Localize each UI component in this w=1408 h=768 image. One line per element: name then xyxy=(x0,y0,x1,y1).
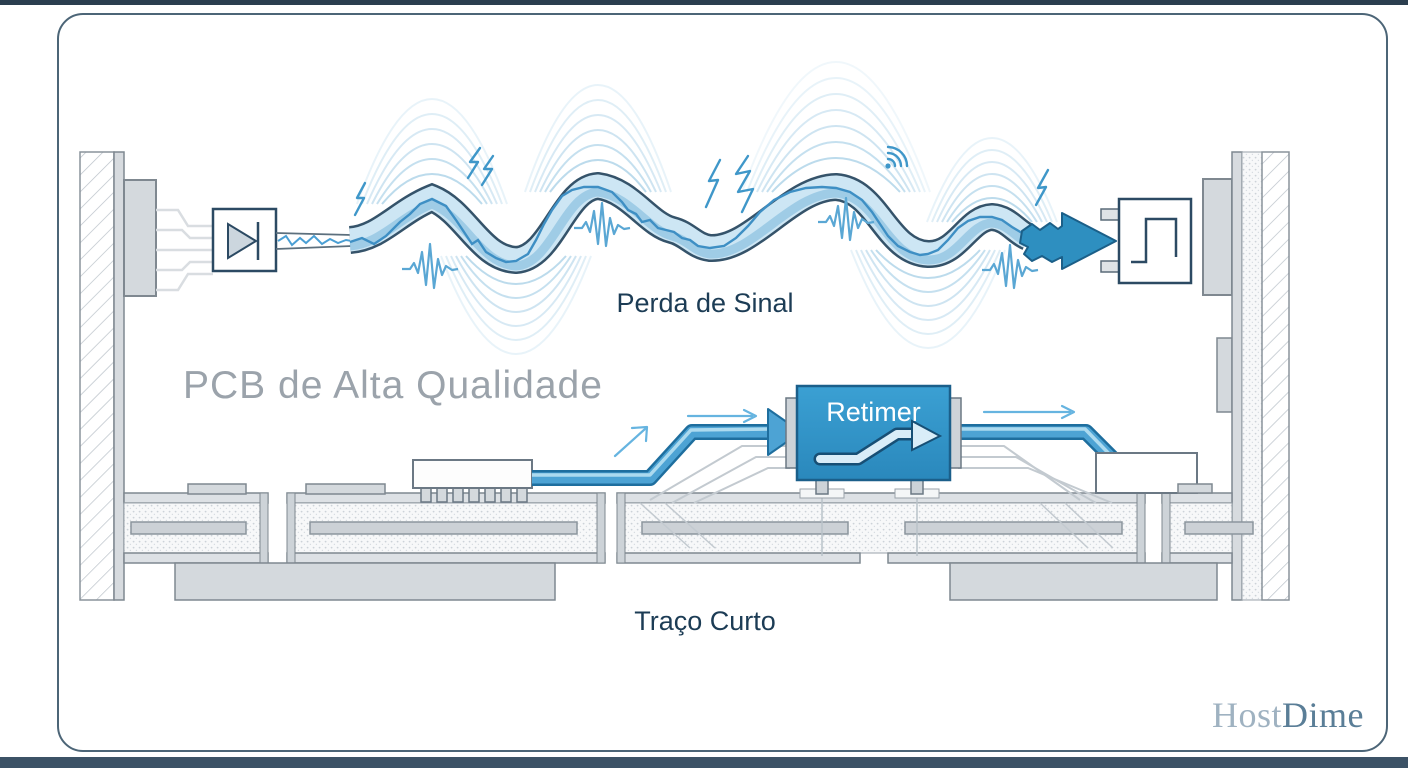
lightning-bolt-icon xyxy=(353,181,367,217)
noise-bursts xyxy=(402,196,1039,290)
flow-arrows xyxy=(613,404,1076,458)
top-edge-strip xyxy=(0,0,1408,5)
transmitter-fanout-traces xyxy=(156,208,213,292)
pcb-quality-label: PCB de Alta Qualidade xyxy=(183,364,603,407)
logo-host-part: Host xyxy=(1212,695,1283,735)
mounting-block-right xyxy=(949,562,1218,601)
rounded-frame xyxy=(57,13,1388,752)
board-segment xyxy=(1161,492,1254,564)
noise-burst-icon xyxy=(574,201,631,248)
noise-burst-icon xyxy=(982,243,1039,290)
retimer-recovery-arrow-icon xyxy=(813,419,943,466)
noise-zigzag xyxy=(277,234,353,247)
logo-dime-part: Dime xyxy=(1282,695,1364,735)
interference-glyphs xyxy=(353,145,1050,217)
transmitter-box xyxy=(211,207,278,273)
output-connector-block xyxy=(1095,452,1213,494)
mounting-block-left xyxy=(174,562,556,601)
board-segment xyxy=(286,492,606,564)
signal-loss-label: Perda de Sinal xyxy=(616,288,794,318)
lightning-bolt-icon xyxy=(480,154,495,187)
jittery-center-line xyxy=(349,185,1029,264)
surface-pad xyxy=(305,483,386,495)
lightning-bolt-icon xyxy=(1034,168,1050,207)
board-segment xyxy=(616,492,1146,564)
signal-flow-arrow-icon xyxy=(767,408,802,456)
retimer-fanout-traces xyxy=(649,445,1113,504)
board-segment xyxy=(123,492,269,564)
lightning-bolt-icon xyxy=(734,154,755,214)
bottom-edge-strip xyxy=(0,757,1408,768)
right-wall xyxy=(1202,151,1290,601)
short-trace-label: Traço Curto xyxy=(634,606,776,636)
transmitter-output-rails xyxy=(275,232,353,250)
receiver-box xyxy=(1100,197,1193,285)
degraded-signal-arrow xyxy=(1019,212,1117,270)
diode-transmitter-icon xyxy=(227,222,260,260)
lightning-bolt-icon xyxy=(466,146,482,180)
degraded-signal-band xyxy=(350,186,1028,266)
vibration-arcs xyxy=(356,61,1058,355)
hostdime-logo: HostDime xyxy=(1212,694,1364,736)
clean-trace-left xyxy=(532,408,802,486)
square-wave-receiver-icon xyxy=(1131,217,1178,264)
noise-burst-icon xyxy=(818,196,875,242)
noise-burst-icon xyxy=(402,242,459,290)
retimer-label: Retimer xyxy=(826,397,921,427)
retimer-mounts xyxy=(799,477,940,556)
left-wall xyxy=(79,151,157,601)
surface-pad xyxy=(187,483,247,495)
source-ic-chip xyxy=(412,459,533,503)
pcb-cross-section xyxy=(123,483,1254,601)
lightning-bolt-icon xyxy=(704,158,722,209)
wireless-arcs-icon xyxy=(885,145,909,169)
retimer-chip xyxy=(785,384,962,482)
